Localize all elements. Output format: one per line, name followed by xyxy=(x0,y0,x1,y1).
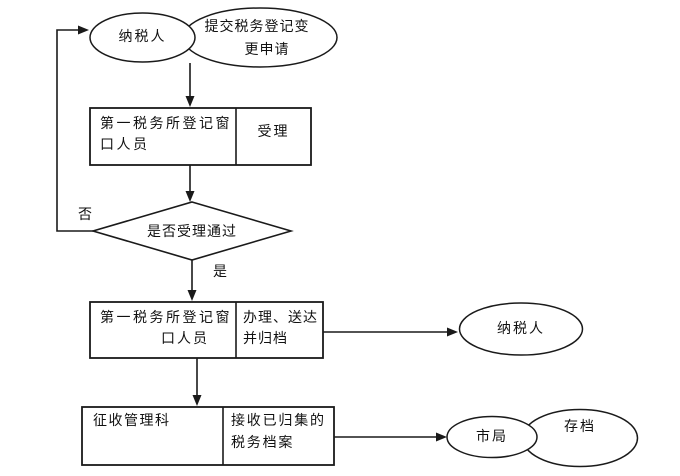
collection-role-label: 征收管理科 xyxy=(93,413,171,429)
arrowhead-right-icon xyxy=(447,327,458,337)
submit-note-line1: 提交税务登记变 xyxy=(204,19,310,35)
arrowhead-down-icon xyxy=(192,395,202,406)
start-taxpayer-ellipse xyxy=(89,12,196,63)
decision-yes-label: 是 xyxy=(213,264,227,280)
arrowhead-down-icon xyxy=(187,290,197,301)
result-taxpayer-ellipse xyxy=(458,302,584,356)
city-bureau-ellipse xyxy=(446,415,538,459)
start-taxpayer-label: 纳税人 xyxy=(118,29,167,45)
collection-action-line2: 税务档案 xyxy=(231,435,295,451)
arrowhead-down-icon xyxy=(185,96,195,107)
accept-action-label: 受理 xyxy=(257,124,290,140)
collection-action-line1: 接收已归集的 xyxy=(231,413,326,429)
archive-label: 存档 xyxy=(564,419,596,435)
accept-box xyxy=(89,107,312,166)
city-bureau-label: 市局 xyxy=(476,429,508,445)
arrowhead-right-icon xyxy=(78,25,89,35)
submit-note-ellipse xyxy=(182,7,338,68)
flow-line-no-feedback xyxy=(56,29,93,232)
arrowhead-right-icon xyxy=(436,432,447,442)
accept-role-line1: 第一税务所登记窗 xyxy=(100,116,232,132)
decision-label: 是否受理通过 xyxy=(147,224,237,240)
arrowhead-down-icon xyxy=(185,191,195,202)
process-role-line1: 第一税务所登记窗 xyxy=(100,310,232,326)
submit-note-line2: 更申请 xyxy=(244,42,290,58)
process-role-line2: 口人员 xyxy=(161,331,209,347)
result-taxpayer-label: 纳税人 xyxy=(497,321,545,337)
accept-role-line2: 口人员 xyxy=(100,137,150,153)
decision-no-label: 否 xyxy=(78,207,92,223)
collection-box xyxy=(81,406,335,466)
process-box xyxy=(89,301,324,359)
process-action-line2: 并归档 xyxy=(243,331,288,347)
process-action-line1: 办理、送达 xyxy=(243,310,318,326)
